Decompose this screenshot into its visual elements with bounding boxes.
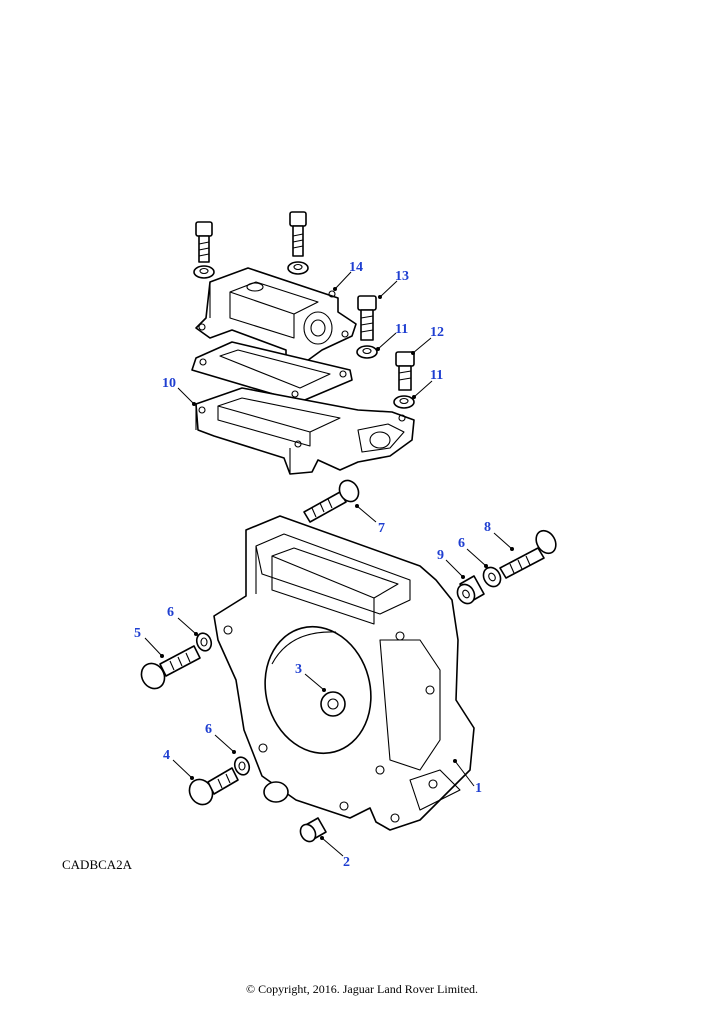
washer-part-6-lower: [233, 756, 251, 776]
leader-lines: [144, 271, 514, 857]
callout-13: 13: [395, 269, 409, 284]
callout-6-right: 6: [458, 536, 465, 551]
bolt-part-13: [357, 295, 377, 341]
adapter-plate-part-10: [195, 387, 415, 475]
callout-10: 10: [162, 376, 176, 391]
bolt-upper-middle: [289, 211, 307, 257]
washer-part-11-upper: [356, 345, 378, 359]
washer-part-6-left: [195, 632, 213, 652]
callout-9: 9: [437, 548, 444, 563]
callout-6-lower: 6: [205, 722, 212, 737]
bolt-upper-left: [195, 221, 213, 263]
bolt-part-7: [303, 479, 360, 523]
washer-upper-left: [193, 265, 215, 279]
spacer-part-9: [456, 575, 485, 605]
callout-2: 2: [343, 855, 350, 870]
callout-4: 4: [163, 748, 170, 763]
gasket: [191, 341, 353, 403]
washer-part-11-lower: [393, 395, 415, 409]
callout-8: 8: [484, 520, 491, 535]
callout-6-left: 6: [167, 605, 174, 620]
callout-1: 1: [475, 781, 482, 796]
bolt-part-5: [140, 645, 201, 690]
callout-5: 5: [134, 626, 141, 641]
callout-7: 7: [378, 521, 385, 536]
callout-11-lower: 11: [430, 368, 443, 383]
washer-upper-middle: [287, 261, 309, 275]
bolt-part-12: [395, 351, 415, 391]
housing-part-1: [213, 515, 475, 831]
washer-part-6-right: [482, 566, 502, 588]
callout-14: 14: [349, 260, 363, 275]
callout-11-upper: 11: [395, 322, 408, 337]
diagram-reference-code: CADBCA2A: [62, 857, 133, 872]
mounting-bracket-part-14: [195, 267, 357, 367]
bolt-part-8: [499, 529, 557, 579]
callout-12: 12: [430, 325, 444, 340]
callout-labels: 14 13 11 12 11 10 7 8 6 9 6 5 3 6 4 1 2: [134, 260, 491, 870]
bolt-part-4: [188, 767, 239, 806]
copyright-notice: © Copyright, 2016. Jaguar Land Rover Lim…: [245, 982, 479, 996]
callout-3: 3: [295, 662, 302, 677]
plug-part-2: [299, 817, 327, 843]
